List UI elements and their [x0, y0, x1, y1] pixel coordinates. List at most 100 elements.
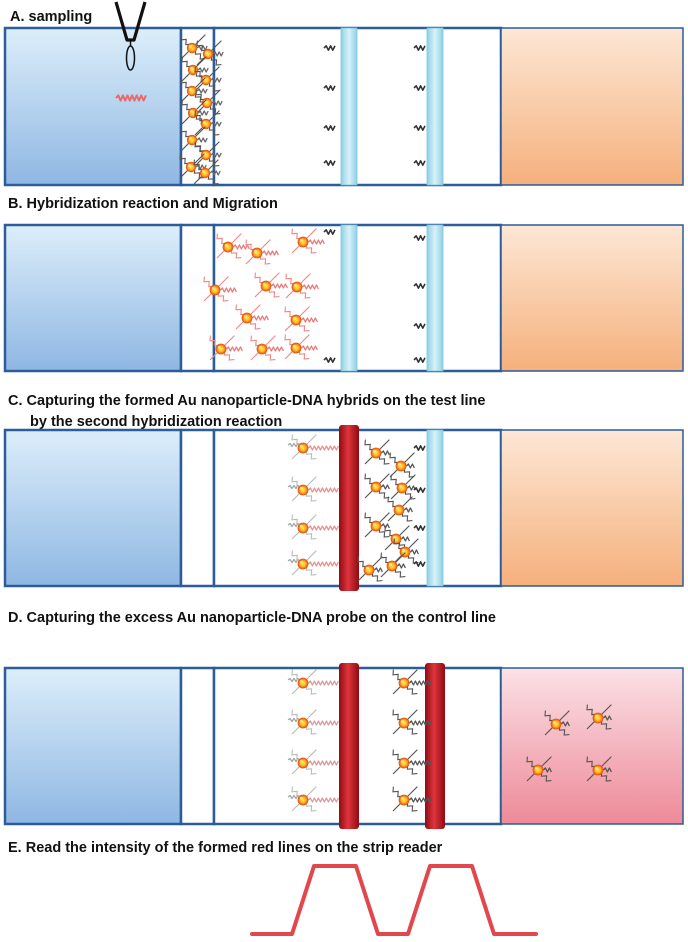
- reader-signal-trace: [250, 864, 538, 936]
- dna-strand: [287, 717, 301, 723]
- au-nanoparticle-highlight: [594, 714, 598, 718]
- au-nanoparticle: [216, 233, 250, 259]
- au-nanoparticle: [392, 669, 432, 695]
- au-nanoparticle: [392, 709, 432, 735]
- au-nanoparticle-highlight: [204, 50, 208, 54]
- sample-pad: [3, 26, 183, 187]
- reader-caption: E. Read the intensity of the formed red …: [8, 840, 443, 856]
- au-nanoparticle-highlight: [299, 444, 303, 448]
- dna-strand: [287, 677, 301, 683]
- dna-strand: [373, 567, 383, 573]
- dna-strand: [210, 152, 222, 158]
- au-nanoparticle-core: [297, 522, 309, 534]
- au-nanoparticle: [387, 496, 413, 522]
- dna-strand: [307, 680, 339, 686]
- au-nanoparticle: [291, 228, 325, 254]
- au-nanoparticle: [180, 126, 208, 152]
- au-nanoparticle-core: [297, 757, 309, 769]
- au-nanoparticle-core: [201, 97, 213, 109]
- capture-probe: [323, 85, 336, 91]
- au-nanoparticle-highlight: [224, 243, 228, 247]
- dna-strand: [396, 563, 406, 569]
- dna-strand: [210, 77, 222, 83]
- capture-probe: [413, 487, 426, 493]
- au-nanoparticle-highlight: [292, 316, 296, 320]
- au-nanoparticle: [384, 525, 410, 551]
- dna-strand: [261, 250, 279, 256]
- au-nanoparticle-core: [186, 134, 198, 146]
- au-nanoparticle-core: [186, 42, 198, 54]
- au-nanoparticle-highlight: [400, 679, 404, 683]
- au-nanoparticle-highlight: [594, 766, 598, 770]
- panel-a-caption: A. sampling: [10, 9, 92, 25]
- capture-probe: [323, 125, 336, 131]
- dna-strand: [210, 121, 222, 127]
- au-nanoparticle-highlight: [292, 344, 296, 348]
- au-nanoparticle-highlight: [388, 562, 392, 566]
- au-nanoparticle-core: [592, 764, 604, 776]
- strip-panel-b: [3, 223, 684, 373]
- au-nanoparticle-highlight: [299, 759, 303, 763]
- au-nanoparticle: [291, 434, 339, 460]
- au-nanoparticle-core: [290, 314, 302, 326]
- au-nanoparticle-core: [592, 712, 604, 724]
- dna-strand: [307, 525, 339, 531]
- au-nanoparticle-core: [200, 74, 212, 86]
- au-nanoparticle: [181, 56, 209, 82]
- capture-probe: [323, 229, 336, 235]
- au-nanoparticle-highlight: [262, 282, 266, 286]
- dna-strand: [197, 67, 209, 73]
- au-nanoparticle: [285, 273, 319, 299]
- au-nanoparticle-highlight: [217, 345, 221, 349]
- au-nanoparticle-highlight: [400, 719, 404, 723]
- dna-strand: [196, 88, 208, 94]
- dna-strand: [408, 680, 432, 686]
- au-nanoparticle-highlight: [202, 120, 206, 124]
- au-nanoparticle-highlight: [552, 720, 556, 724]
- au-nanoparticle-core: [370, 447, 382, 459]
- conjugate-pad: [179, 428, 216, 588]
- au-nanoparticle-core: [241, 312, 253, 324]
- dna-strand: [251, 315, 269, 321]
- capture-probe: [323, 357, 336, 363]
- test-line: [339, 425, 359, 591]
- au-nanoparticle-core: [297, 677, 309, 689]
- dna-strand: [300, 345, 318, 351]
- au-nanoparticle-core: [395, 460, 407, 472]
- dna-strand: [287, 757, 301, 763]
- dna-strand: [301, 284, 319, 290]
- dna-strand: [400, 536, 410, 542]
- control-line: [426, 224, 444, 372]
- dna-strand: [560, 721, 570, 727]
- au-nanoparticle-highlight: [299, 486, 303, 490]
- dna-strand: [406, 485, 416, 491]
- au-nanoparticle: [284, 334, 318, 360]
- au-nanoparticle-core: [200, 149, 212, 161]
- au-nanoparticle-highlight: [395, 506, 399, 510]
- dna-strand: [307, 561, 339, 567]
- au-nanoparticle-core: [187, 107, 199, 119]
- dna-strand: [380, 450, 390, 456]
- dna-strand: [225, 346, 243, 352]
- dna-strand: [408, 720, 432, 726]
- capture-probe: [413, 323, 426, 329]
- dna-strand: [307, 487, 339, 493]
- au-nanoparticle: [380, 552, 406, 578]
- strip-panel-c: [3, 425, 684, 591]
- target-dna: [115, 94, 147, 102]
- au-nanoparticle: [235, 304, 269, 330]
- au-nanoparticle-core: [187, 64, 199, 76]
- au-nanoparticle: [291, 550, 339, 576]
- au-nanoparticle-core: [370, 520, 382, 532]
- au-nanoparticle: [586, 704, 612, 730]
- au-nanoparticle-highlight: [299, 719, 303, 723]
- au-nanoparticle: [180, 34, 208, 60]
- au-nanoparticle: [389, 452, 415, 478]
- dna-strand: [287, 484, 301, 490]
- au-nanoparticle-core: [363, 564, 375, 576]
- dna-strand: [287, 442, 301, 448]
- au-nanoparticle-highlight: [258, 345, 262, 349]
- dna-strand: [542, 767, 552, 773]
- au-nanoparticle-core: [390, 533, 402, 545]
